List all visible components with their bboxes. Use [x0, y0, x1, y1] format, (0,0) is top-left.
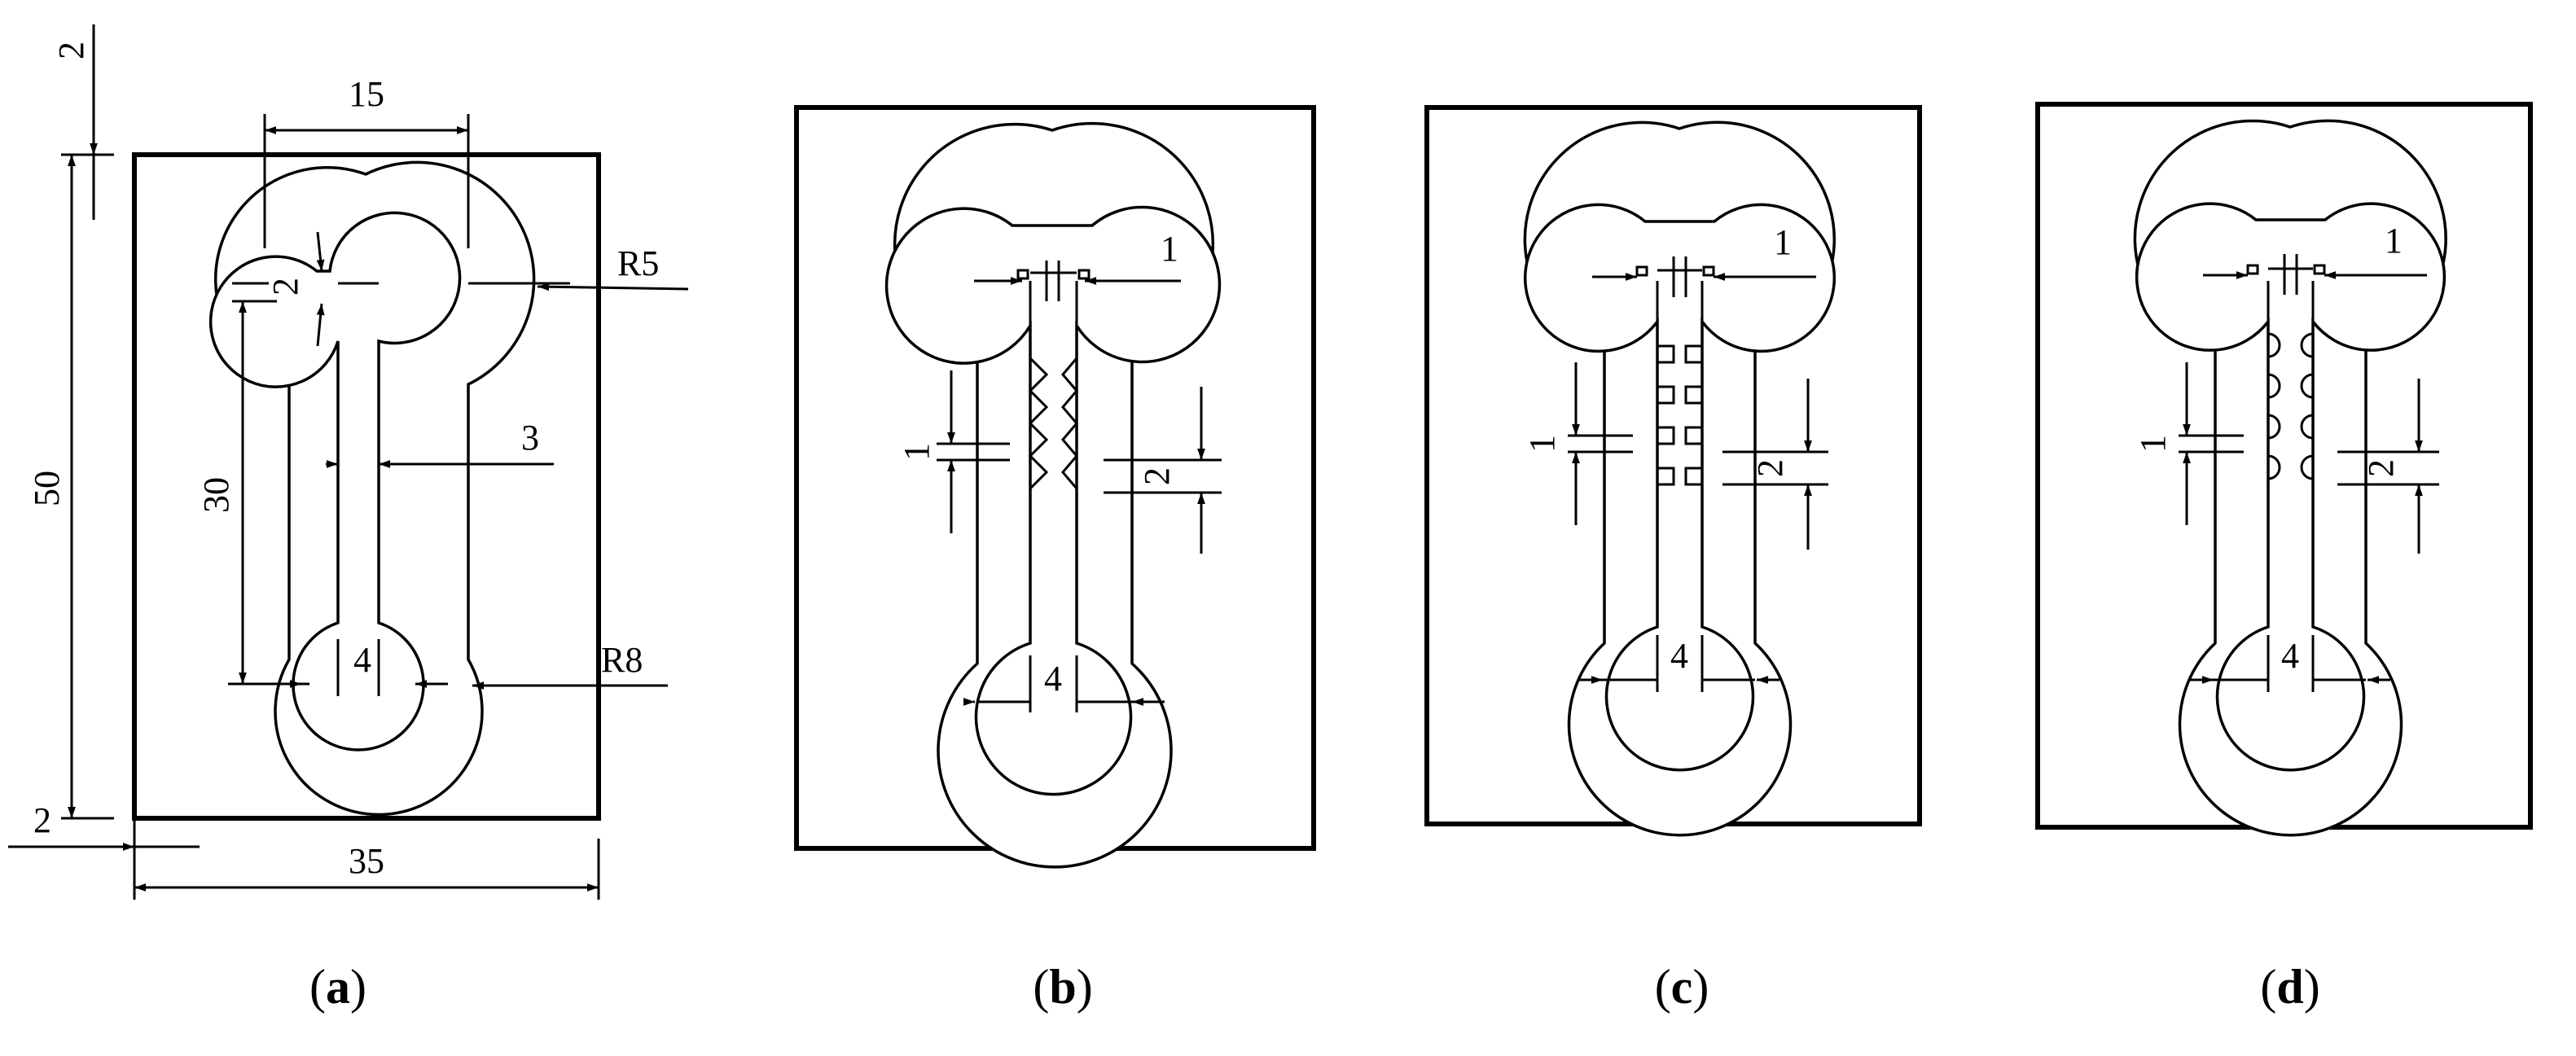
panel-d-round-notch-right: [2300, 281, 2315, 627]
panel-a: 2 50 15 R5 2 30 3 4: [8, 24, 689, 1014]
panel-c-dim-slot-width: 1: [1774, 222, 1792, 262]
panel-a-frame: [132, 152, 601, 821]
panel-a-dim-lobe-radius: R5: [617, 243, 659, 283]
panel-c-dim-pitch-right: 2: [1750, 459, 1790, 477]
panel-c-caption: (c): [1655, 960, 1709, 1014]
panel-d-dim-bulb-inner: 4: [2281, 636, 2299, 676]
panel-d-dim-slot-width: 1: [2385, 221, 2403, 261]
panel-b-dim-pitch-right: 2: [1137, 467, 1177, 485]
panel-d: 1 1 2 4 (d): [2035, 102, 2533, 1014]
panel-c-notch-right: [1684, 281, 1704, 627]
panel-a-dim-bottom-offset: 2: [33, 800, 51, 840]
panel-d-dim-pitch-left: 1: [2133, 435, 2173, 453]
panel-a-dim-bulb-inner: 4: [353, 640, 371, 680]
panel-b: 1 1 2 4 (b): [794, 105, 1316, 1014]
panel-c: 1 1 2 4 (c): [1424, 105, 1922, 1014]
panel-a-dim-overall-height: 50: [27, 471, 67, 506]
panel-c-inner-outline: [1523, 203, 1837, 772]
panel-b-caption: (b): [1033, 960, 1092, 1014]
panel-d-round-notch-left: [2267, 281, 2281, 627]
panel-b-dim-bulb-inner: 4: [1044, 659, 1062, 699]
panel-a-inner-outline: [208, 211, 462, 751]
panel-a-dim-lobe-spacing: 15: [349, 74, 384, 114]
panel-a-dim-top-offset: 2: [51, 42, 91, 59]
panel-d-caption: (d): [2260, 960, 2319, 1014]
panel-d-inner-outline: [2135, 202, 2447, 772]
panel-b-dim-pitch-left: 1: [897, 443, 937, 461]
panel-a-dim-neck-height: 2: [265, 278, 305, 296]
panel-c-dim-bulb-inner: 4: [1670, 636, 1688, 676]
panel-b-inner-outline: [884, 205, 1222, 796]
panel-d-dim-pitch-right: 2: [2361, 459, 2401, 477]
panel-c-dim-pitch-left: 1: [1522, 435, 1562, 453]
panel-c-notch-left: [1656, 281, 1675, 627]
panel-b-zigzag-right: [1061, 281, 1078, 643]
panel-a-caption: (a): [309, 960, 366, 1014]
panel-a-dim-bulb-radius: R8: [601, 640, 643, 680]
panel-a-dim-stem-length: 30: [196, 477, 236, 513]
panel-b-dim-slot-width: 1: [1161, 229, 1178, 269]
panel-a-dim-overall-width: 35: [349, 841, 384, 881]
panel-a-dim-channel-width: 3: [521, 418, 539, 458]
panel-b-zigzag-left: [1028, 281, 1049, 643]
